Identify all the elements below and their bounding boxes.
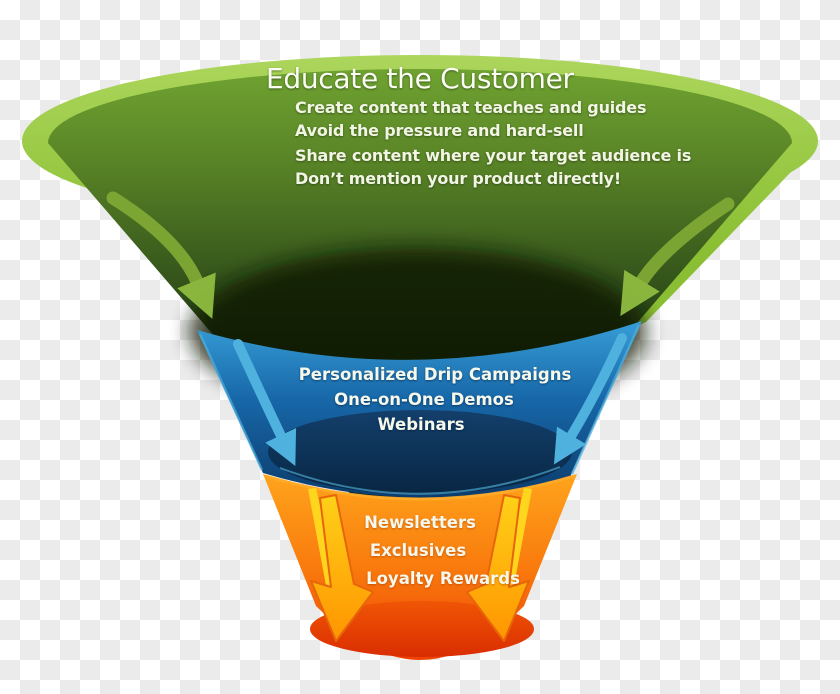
green-curved-arrow-right-icon — [620, 197, 735, 317]
stage-educate-bullet-1: Create content that teaches and guides — [295, 98, 647, 117]
stage-educate-bullet-3: Share content where your target audience… — [295, 146, 692, 165]
green-rim-right-edge — [628, 144, 818, 330]
stage-educate-bullet-2: Avoid the pressure and hard-sell — [295, 121, 584, 140]
stage-educate-bullet-4: Don’t mention your product directly! — [295, 169, 621, 188]
orange-rim-highlight — [265, 474, 575, 501]
orange-arrow-down-left-icon — [310, 494, 374, 642]
stage-retain-line-1: Newsletters — [364, 513, 476, 532]
blue-hole-bottom-highlight — [279, 466, 561, 495]
blue-left-edge-highlight — [198, 333, 264, 471]
orange-bottom-mouth — [310, 601, 534, 657]
blue-curved-arrow-right-icon — [553, 333, 627, 465]
blue-curved-arrow-left-icon — [233, 339, 297, 466]
stage-retain-line-3: Loyalty Rewards — [366, 569, 520, 588]
stage-engage-line-1: Personalized Drip Campaigns — [298, 365, 572, 384]
stage-engage-overlay — [233, 333, 627, 495]
stage-educate-title: Educate the Customer — [266, 62, 574, 95]
orange-arrow-down-right-icon — [466, 494, 530, 642]
stage-retain-line-2: Exclusives — [369, 541, 467, 560]
stage-retain-shape — [263, 474, 577, 660]
green-curved-arrow-left-icon — [106, 191, 216, 319]
stage-engage-line-3: Webinars — [377, 415, 465, 434]
blue-inner-hole — [268, 410, 572, 494]
stage-engage-line-2: One-on-One Demos — [334, 390, 514, 409]
